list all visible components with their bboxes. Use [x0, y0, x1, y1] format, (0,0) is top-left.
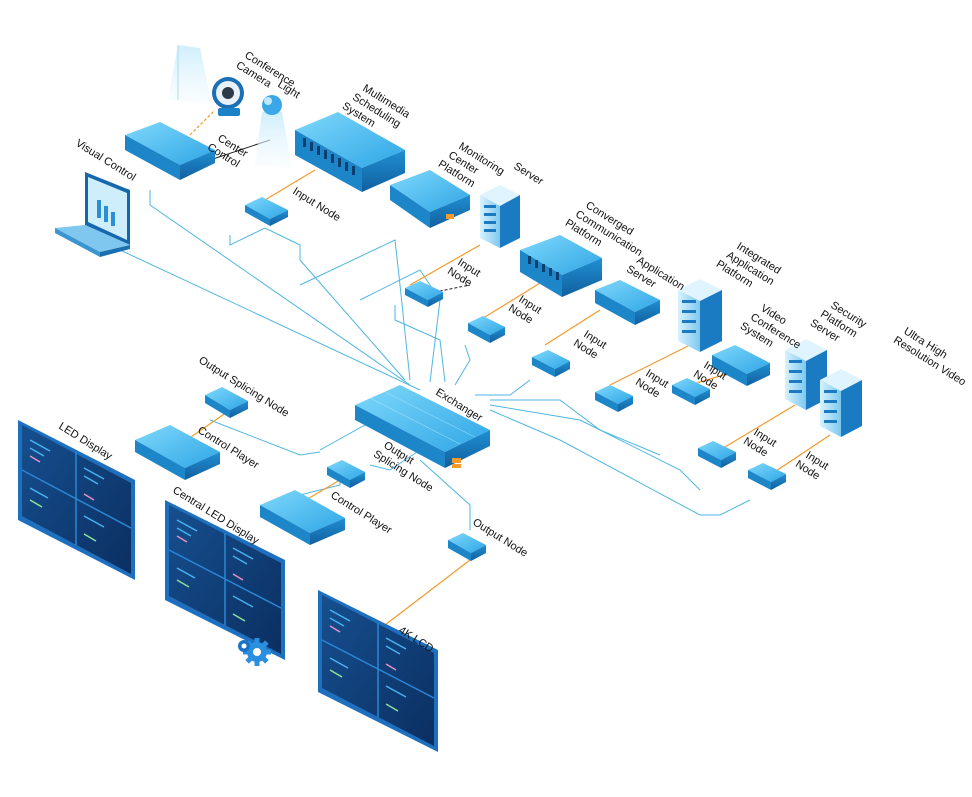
input-node-7-device — [698, 441, 736, 468]
server-tower-4-icon — [820, 369, 862, 437]
input-node-5-device — [595, 385, 633, 412]
led-display-screen — [18, 420, 135, 580]
label-input-node-4: Input Node — [571, 326, 611, 364]
label-input-node-8: Input Node — [793, 447, 833, 485]
input-node-2-device — [405, 281, 443, 307]
application-server-device — [595, 280, 660, 325]
conference-camera-icon — [212, 77, 244, 116]
exchanger-switch-device — [355, 385, 490, 468]
label-integrated-application: Integrated Application Platform — [714, 236, 786, 300]
gear-icon — [238, 638, 271, 666]
video-conference-device — [712, 345, 770, 386]
converged-communication-device — [520, 235, 602, 297]
input-node-6-device — [672, 378, 710, 405]
label-input-node-7: Input Node — [741, 424, 781, 462]
label-input-node-2: Input Node — [445, 254, 485, 292]
central-led-display-screen — [165, 500, 285, 660]
input-node-4-device — [532, 350, 570, 377]
input-node-1-device — [245, 197, 288, 226]
control-player-2-device — [260, 490, 345, 545]
label-center-control: Center Control — [205, 130, 252, 172]
label-server: Server — [511, 160, 545, 188]
server-tower-2-icon — [678, 279, 722, 352]
label-input-node-1: Input Node — [290, 185, 342, 224]
label-ultra-hd-video: Ultra High Resolution Video — [891, 323, 972, 388]
label-input-node-3: Input Node — [506, 291, 546, 329]
output-splicing-node-2-device — [327, 460, 365, 488]
output-node-device — [448, 533, 486, 561]
input-node-3-device — [468, 316, 505, 343]
laptop-visual-control-icon — [55, 172, 130, 257]
center-control-device — [125, 122, 215, 180]
multimedia-scheduling-device — [295, 112, 405, 192]
monitoring-center-device — [390, 170, 470, 228]
server-tower-1-icon — [480, 185, 520, 248]
camera-beam — [168, 45, 212, 105]
server-tower-3-icon — [785, 339, 827, 410]
output-splicing-node-1-device — [205, 387, 248, 418]
lcd-4k-screen — [318, 590, 438, 752]
control-player-1-device — [135, 425, 220, 480]
light-icon — [255, 95, 292, 168]
input-node-8-device — [748, 463, 786, 490]
connection-lines — [119, 190, 751, 530]
